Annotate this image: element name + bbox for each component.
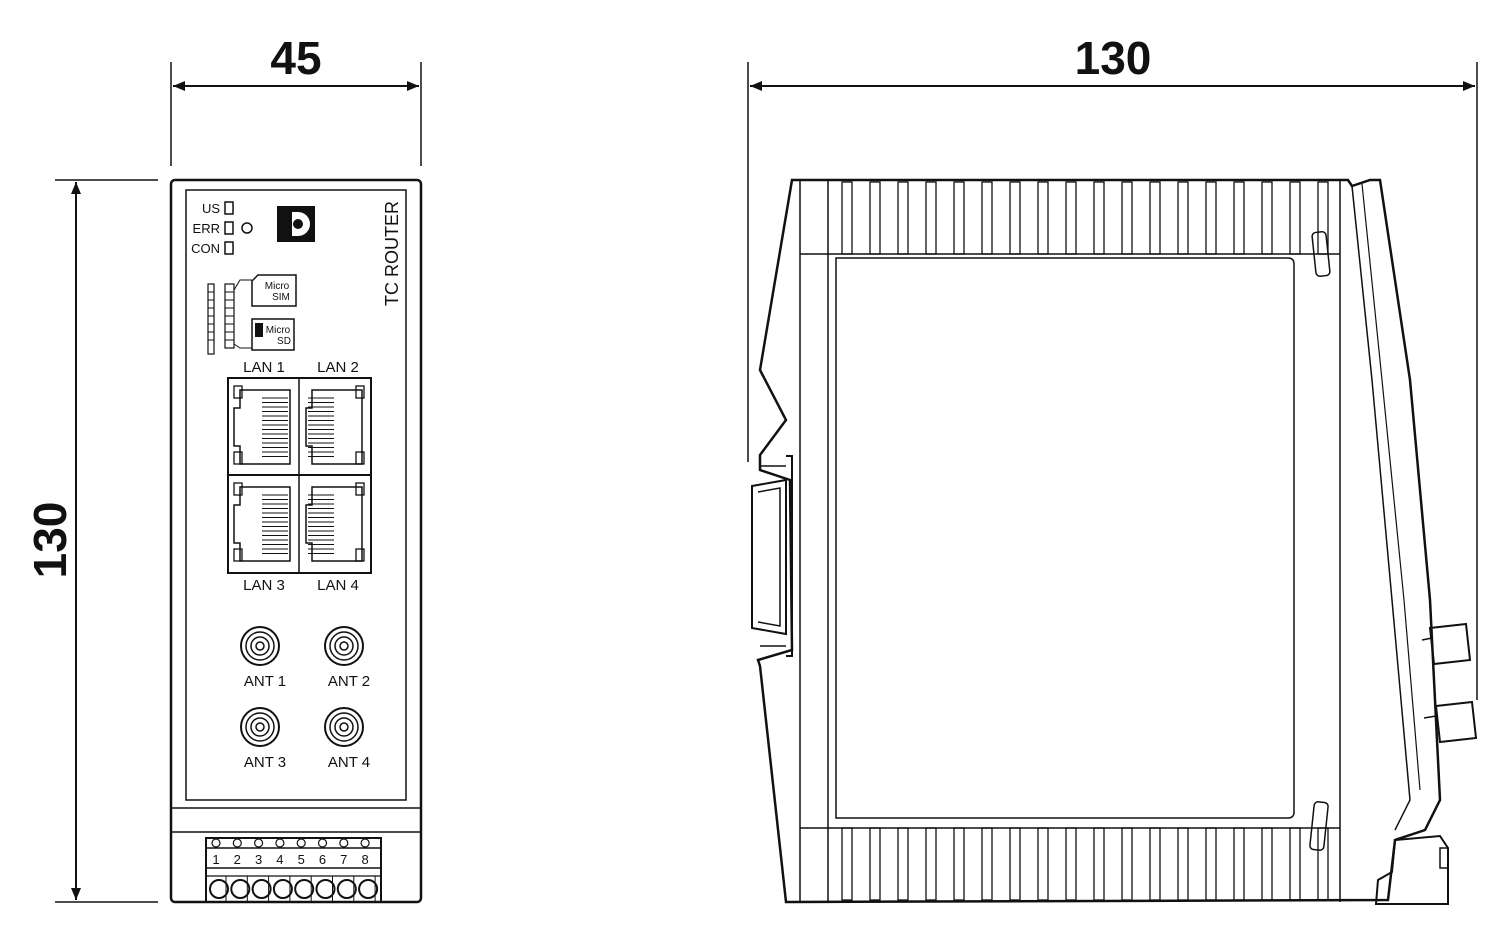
side-antenna-connectors: [1421, 622, 1478, 744]
ant-3-label: ANT 3: [244, 754, 286, 771]
front-view: US ERR CON TC ROUTER: [169, 178, 423, 904]
port-led-top: [355, 482, 365, 496]
signal-led-bar: [207, 279, 252, 355]
led-err: [224, 221, 234, 235]
port-led-bottom: [233, 548, 243, 562]
sma-connector-1: [240, 626, 280, 666]
side-housing-outline: [756, 178, 1442, 904]
front-panel-inner: [185, 189, 407, 801]
led-us: [224, 201, 234, 215]
terminal-number-label: 7: [340, 852, 347, 867]
lan-1-label: LAN 1: [243, 359, 285, 376]
led-label-err: ERR: [193, 221, 220, 236]
sim-label-line2: SIM: [272, 292, 290, 303]
side-view: [751, 178, 1478, 905]
terminal-6: 6: [315, 838, 336, 902]
lan-4-label: LAN 4: [317, 577, 359, 594]
terminal-4: 4: [272, 838, 293, 902]
sma-connector-3: [240, 707, 280, 747]
port-led-top: [233, 482, 243, 496]
terminal-number-label: 1: [212, 852, 219, 867]
port-led-bottom: [355, 451, 365, 465]
terminal-number-label: 8: [361, 852, 368, 867]
sd-label-line2: SD: [277, 336, 291, 347]
led-group: US ERR CON: [191, 201, 253, 256]
rj45-port-1: [233, 385, 291, 465]
front-height-dimension: 130: [24, 179, 158, 903]
rj45-port-2: [305, 385, 365, 465]
terminal-1: 1: [209, 838, 229, 902]
port-led-top: [355, 385, 365, 399]
port-led-top: [233, 385, 243, 399]
ant-1-label: ANT 1: [244, 673, 286, 690]
antenna-connectors: [240, 626, 364, 747]
front-width-label: 45: [270, 32, 321, 84]
din-rail-clip: [751, 455, 793, 657]
side-label-panel: [835, 257, 1295, 819]
sma-connector-2: [324, 626, 364, 666]
terminal-number-label: 4: [276, 852, 283, 867]
lan-3-label: LAN 3: [243, 577, 285, 594]
port-led-bottom: [233, 451, 243, 465]
led-con: [224, 241, 234, 255]
terminal-8: 8: [358, 838, 379, 902]
side-slot-bottom: [1309, 801, 1329, 851]
micro-sd-slot: Micro SD: [251, 318, 295, 351]
side-depth-label: 130: [1075, 32, 1152, 84]
reset-button: [241, 222, 253, 234]
ant-4-label: ANT 4: [328, 754, 370, 771]
phoenix-logo-icon: [277, 206, 315, 242]
side-terminal-plug: [1374, 834, 1449, 905]
terminal-3: 3: [251, 838, 272, 902]
sd-label-line1: Micro: [266, 325, 291, 336]
terminal-number-label: 6: [319, 852, 326, 867]
led-label-us: US: [202, 201, 220, 216]
led-label-con: CON: [191, 241, 220, 256]
rj45-port-3: [233, 482, 291, 562]
sma-connector-4: [324, 707, 364, 747]
side-depth-dimension: 130: [747, 32, 1478, 700]
terminal-number-label: 2: [234, 852, 241, 867]
device-name-label: TC ROUTER: [382, 201, 402, 306]
ventilation-ribs-top: [841, 181, 1329, 255]
lan-ports: [233, 385, 365, 562]
rj45-port-4: [305, 482, 365, 562]
front-width-dimension: 45: [170, 32, 422, 166]
terminal-7: 7: [336, 838, 357, 902]
lan-2-label: LAN 2: [317, 359, 359, 376]
ventilation-ribs-bottom: [841, 827, 1329, 901]
front-height-label: 130: [24, 502, 76, 579]
sim-label-line1: Micro: [265, 281, 290, 292]
terminal-number-label: 3: [255, 852, 262, 867]
terminal-5: 5: [294, 838, 315, 902]
micro-sim-slot: Micro SIM: [251, 274, 297, 307]
ant-2-label: ANT 2: [328, 673, 370, 690]
terminal-2: 2: [230, 838, 251, 902]
side-slot-top: [1311, 231, 1331, 277]
port-led-bottom: [355, 548, 365, 562]
terminal-number-label: 5: [298, 852, 305, 867]
